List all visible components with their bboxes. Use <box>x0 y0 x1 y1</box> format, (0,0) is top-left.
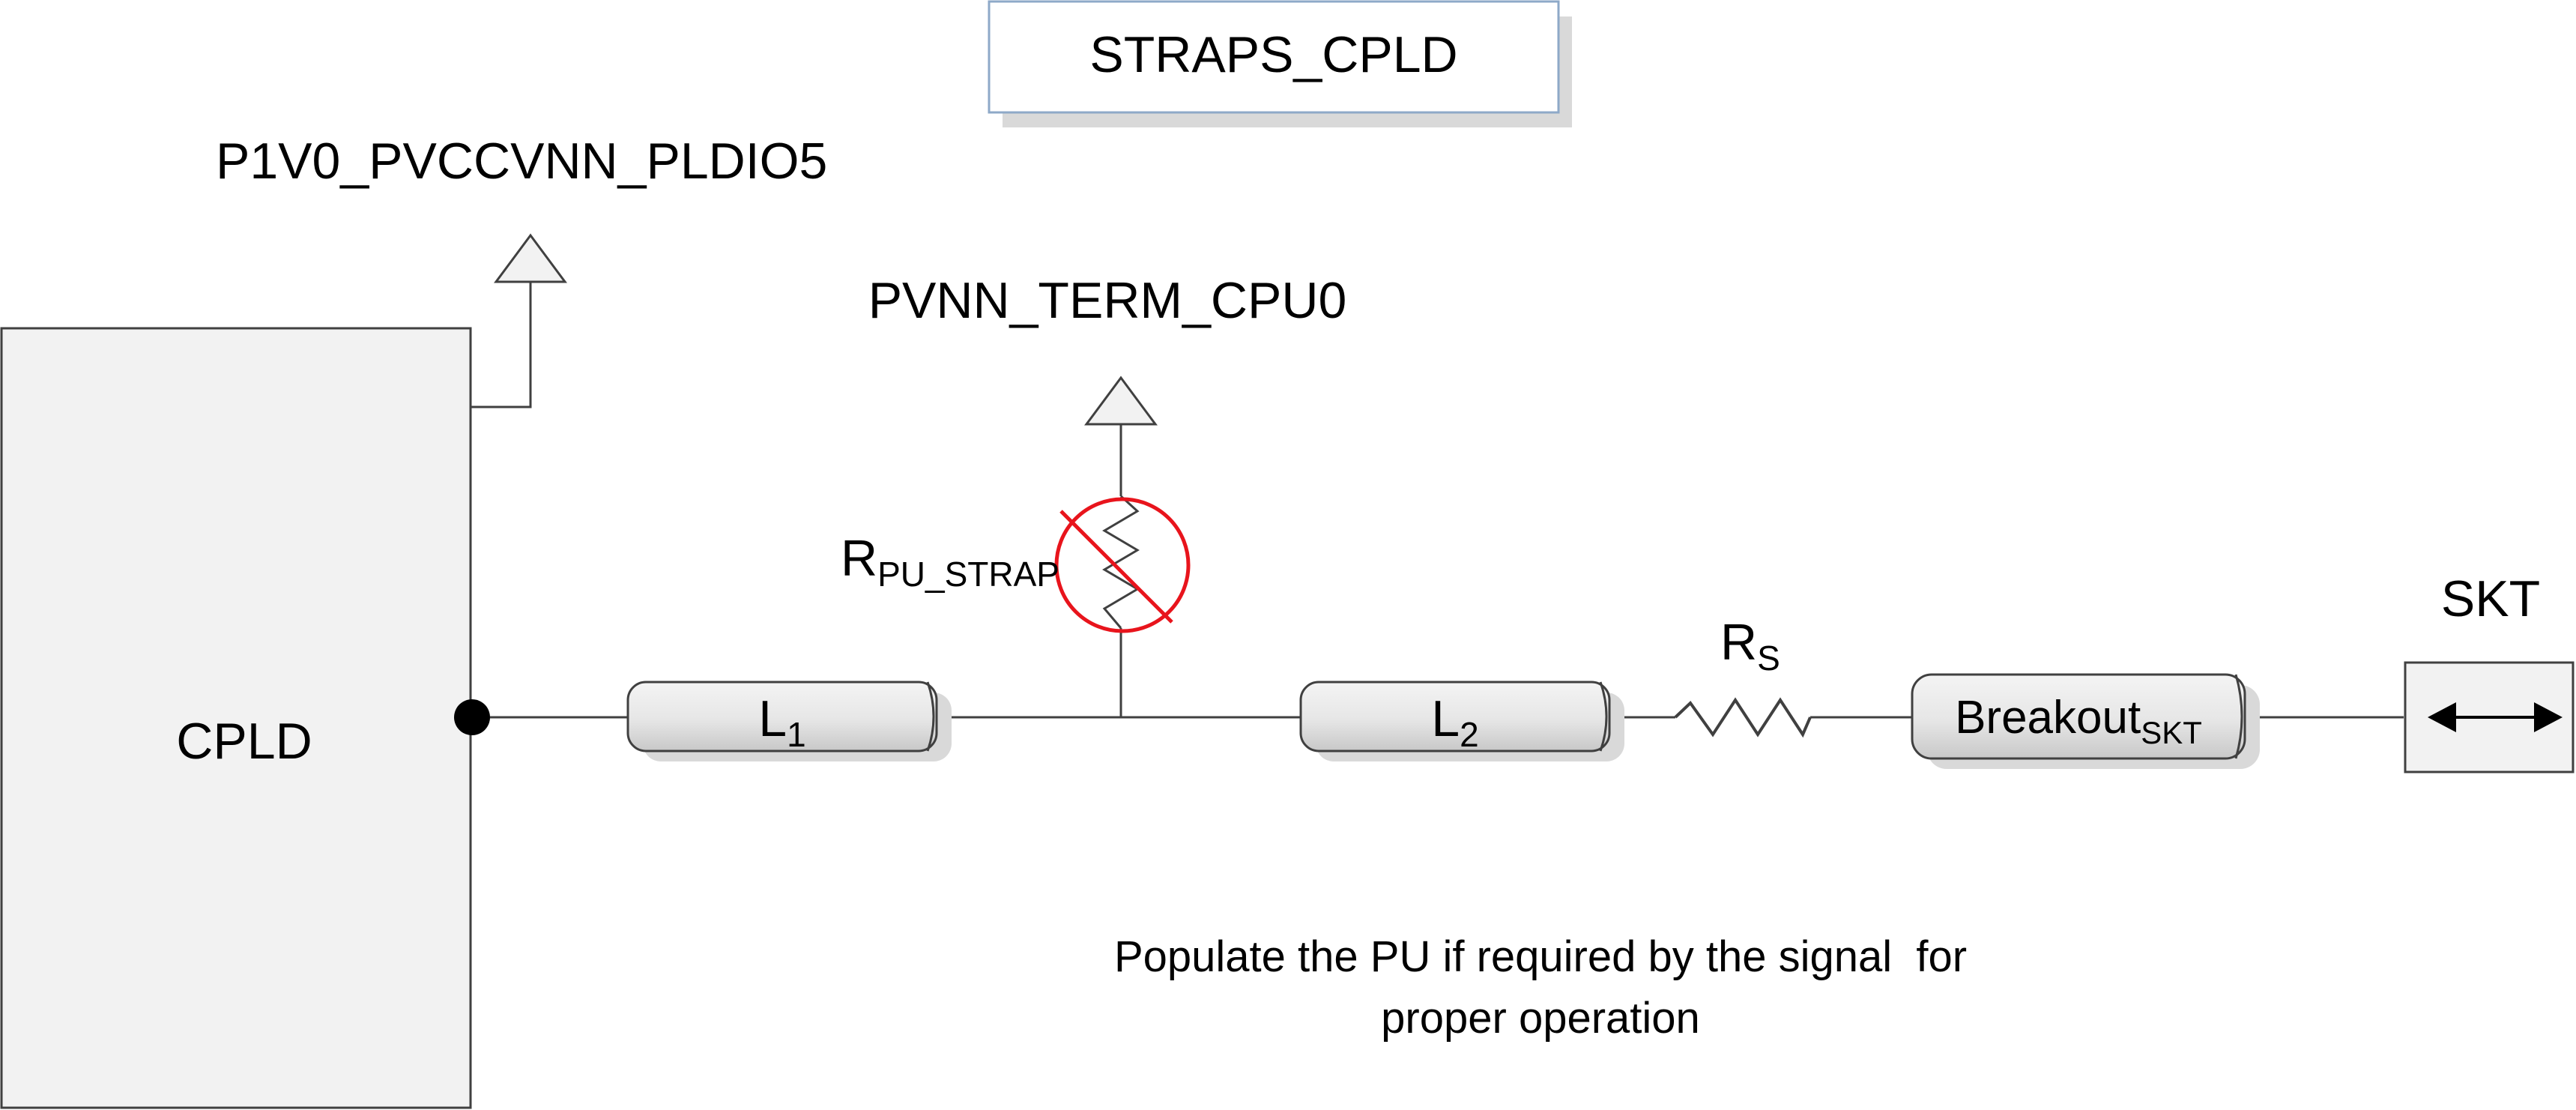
pullup-supply-rail: PVNN_TERM_CPU0 <box>868 272 1347 426</box>
population-note: Populate the PU if required by the signa… <box>1114 932 1967 1043</box>
cpld-label: CPLD <box>176 713 312 770</box>
arrow-left-icon <box>2428 702 2456 732</box>
signal-net <box>490 424 2404 719</box>
series-resistor-label: RS <box>1720 614 1780 678</box>
note-line-2: proper operation <box>1381 994 1700 1043</box>
transmission-line-breakout: BreakoutSKT <box>1911 673 2260 769</box>
note-line-1: Populate the PU if required by the signa… <box>1114 932 1967 981</box>
diagram-title: STRAPS_CPLD <box>1089 26 1457 83</box>
pullup-resistor: RPU_STRAP <box>841 495 1191 633</box>
transmission-line-l2: L2 <box>1299 681 1624 761</box>
dnp-circle-icon <box>1054 497 1191 633</box>
power-rail-arrow-icon <box>494 233 567 283</box>
arrow-right-icon <box>2534 702 2563 732</box>
pullup-resistor-label: RPU_STRAP <box>841 530 1059 594</box>
breakout-label: BreakoutSKT <box>1955 692 2202 750</box>
cpld-supply-rail: P1V0_PVCCVNN_PLDIO5 <box>216 133 827 408</box>
transmission-line-l1: L1 <box>626 681 952 761</box>
cpld-supply-label: P1V0_PVCCVNN_PLDIO5 <box>216 133 827 190</box>
dnp-slash-icon <box>1059 510 1173 624</box>
socket-connector: SKT <box>2404 570 2575 773</box>
cpld-output-pin <box>454 699 490 735</box>
l1-label: L1 <box>758 690 805 754</box>
power-rail-arrow-icon <box>1084 375 1158 426</box>
title-box: STRAPS_CPLD <box>988 0 1572 127</box>
cpld-block: CPLD <box>0 327 472 1109</box>
l2-label: L2 <box>1431 690 1478 754</box>
pullup-supply-label: PVNN_TERM_CPU0 <box>868 272 1347 329</box>
series-resistor: RS <box>1674 614 1812 738</box>
socket-label: SKT <box>2441 570 2540 627</box>
